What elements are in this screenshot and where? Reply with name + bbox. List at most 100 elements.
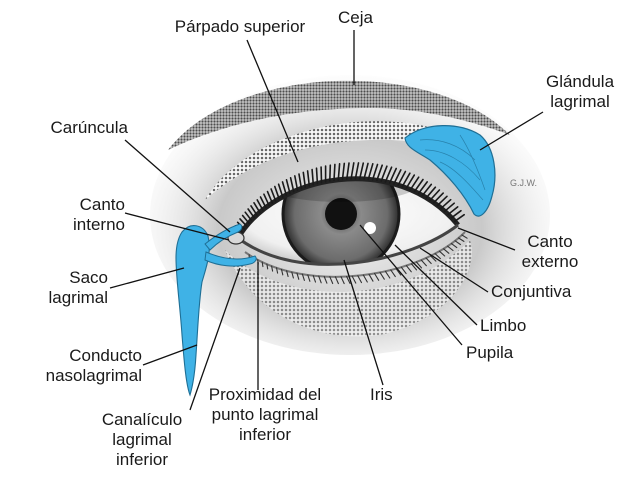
eyelash bbox=[440, 198, 452, 210]
eyelash bbox=[350, 162, 355, 180]
upper-eyelashes bbox=[232, 162, 466, 236]
leader-canto-interno bbox=[124, 212, 230, 241]
leader-limbo bbox=[394, 244, 478, 326]
eyelash bbox=[296, 272, 300, 280]
eyelash bbox=[395, 268, 402, 276]
eyelash bbox=[289, 177, 295, 193]
eyelash bbox=[346, 275, 351, 284]
eyebrow-shading bbox=[168, 80, 510, 150]
artist-signature: G.J.W. bbox=[510, 178, 537, 188]
eyelash bbox=[371, 163, 379, 181]
eyelash bbox=[312, 275, 317, 283]
eyelash bbox=[241, 214, 250, 224]
eyelash bbox=[409, 176, 420, 191]
eyelash bbox=[261, 261, 264, 268]
label-conducto-nasolagrimal: Conducto nasolagrimal bbox=[45, 346, 142, 385]
label-caruncula: Carúncula bbox=[50, 118, 129, 137]
eyelash bbox=[277, 183, 284, 198]
eyelash bbox=[263, 193, 270, 207]
eyelash bbox=[413, 178, 424, 193]
eyelash bbox=[450, 209, 462, 219]
eyelash bbox=[384, 270, 391, 279]
eyelash bbox=[323, 275, 328, 284]
eyelash bbox=[368, 273, 374, 282]
eyelash bbox=[363, 162, 369, 180]
eyelash bbox=[450, 243, 458, 249]
eyelash bbox=[253, 202, 261, 214]
eyelash bbox=[291, 271, 294, 279]
leader-lines bbox=[109, 30, 544, 411]
eyelash bbox=[380, 165, 388, 182]
eyelash bbox=[400, 266, 407, 275]
lacrimal-gland bbox=[404, 125, 496, 217]
eyelash bbox=[410, 263, 418, 271]
label-limbo: Limbo bbox=[480, 316, 527, 335]
limbus bbox=[281, 178, 401, 265]
eyelash bbox=[401, 172, 411, 188]
eyelash bbox=[436, 195, 448, 207]
leader-canto-externo bbox=[457, 227, 516, 251]
eyelash bbox=[373, 272, 380, 281]
eyelash bbox=[345, 162, 350, 180]
label-glandula-lagrimal: Glándula lagrimal bbox=[545, 72, 615, 111]
leader-glandula bbox=[479, 111, 544, 151]
eyelash bbox=[376, 164, 384, 182]
eyelash bbox=[415, 261, 423, 269]
eyelash bbox=[351, 275, 357, 284]
eyelash bbox=[447, 206, 459, 216]
eyelash bbox=[443, 202, 456, 213]
eyelash bbox=[266, 263, 269, 270]
eyelash bbox=[438, 250, 446, 257]
eyelash bbox=[280, 268, 284, 276]
lower-lid-margin bbox=[237, 223, 459, 266]
eyelash bbox=[239, 218, 248, 227]
eyelash bbox=[357, 275, 363, 284]
eyelash bbox=[425, 257, 432, 265]
eyelash bbox=[266, 190, 274, 204]
upper-canaliculus bbox=[204, 223, 243, 251]
eyelash bbox=[270, 188, 277, 202]
label-canaliculo-lagrimal: Canalículo lagrimal inferior bbox=[101, 410, 183, 469]
eyelash bbox=[420, 259, 427, 267]
label-canto-externo: Canto externo bbox=[521, 232, 579, 271]
eyelash bbox=[318, 275, 322, 284]
eyelash bbox=[388, 167, 398, 184]
eyelash bbox=[358, 162, 365, 180]
leader-canaliculo bbox=[189, 267, 241, 411]
label-saco-lagrimal: Saco lagrimal bbox=[48, 268, 108, 307]
eyelash bbox=[302, 171, 307, 188]
eyelash bbox=[271, 265, 274, 272]
eyelash bbox=[454, 240, 461, 246]
eyelash bbox=[384, 166, 393, 183]
pupil bbox=[325, 198, 357, 230]
eyelash bbox=[405, 174, 416, 189]
eyelash bbox=[397, 170, 407, 186]
eyelash bbox=[430, 255, 437, 262]
corneal-highlight bbox=[364, 222, 376, 234]
eyelash bbox=[311, 168, 315, 186]
eyelash bbox=[443, 248, 450, 254]
eyelash bbox=[425, 186, 437, 199]
eyelash bbox=[421, 183, 433, 197]
eyelash bbox=[275, 267, 279, 274]
eyelash bbox=[307, 274, 311, 282]
eyelash bbox=[250, 205, 258, 216]
leader-caruncula bbox=[124, 139, 231, 233]
eyelash bbox=[298, 173, 303, 190]
eyelash bbox=[417, 181, 429, 195]
eyelash bbox=[340, 276, 345, 285]
eyelash bbox=[285, 179, 291, 194]
eyelash bbox=[341, 162, 346, 181]
label-canto-interno: Canto interno bbox=[73, 195, 125, 234]
eyelash bbox=[334, 276, 339, 285]
eyelash bbox=[379, 271, 385, 280]
label-iris: Iris bbox=[370, 385, 393, 404]
eyelash bbox=[259, 196, 267, 209]
eyelash bbox=[393, 169, 402, 185]
eyelash bbox=[301, 273, 305, 281]
eyelash bbox=[405, 265, 412, 273]
eyelash bbox=[354, 162, 360, 180]
label-conjuntiva: Conjuntiva bbox=[491, 282, 572, 301]
eyelash bbox=[447, 245, 454, 252]
eyelash bbox=[293, 175, 299, 191]
